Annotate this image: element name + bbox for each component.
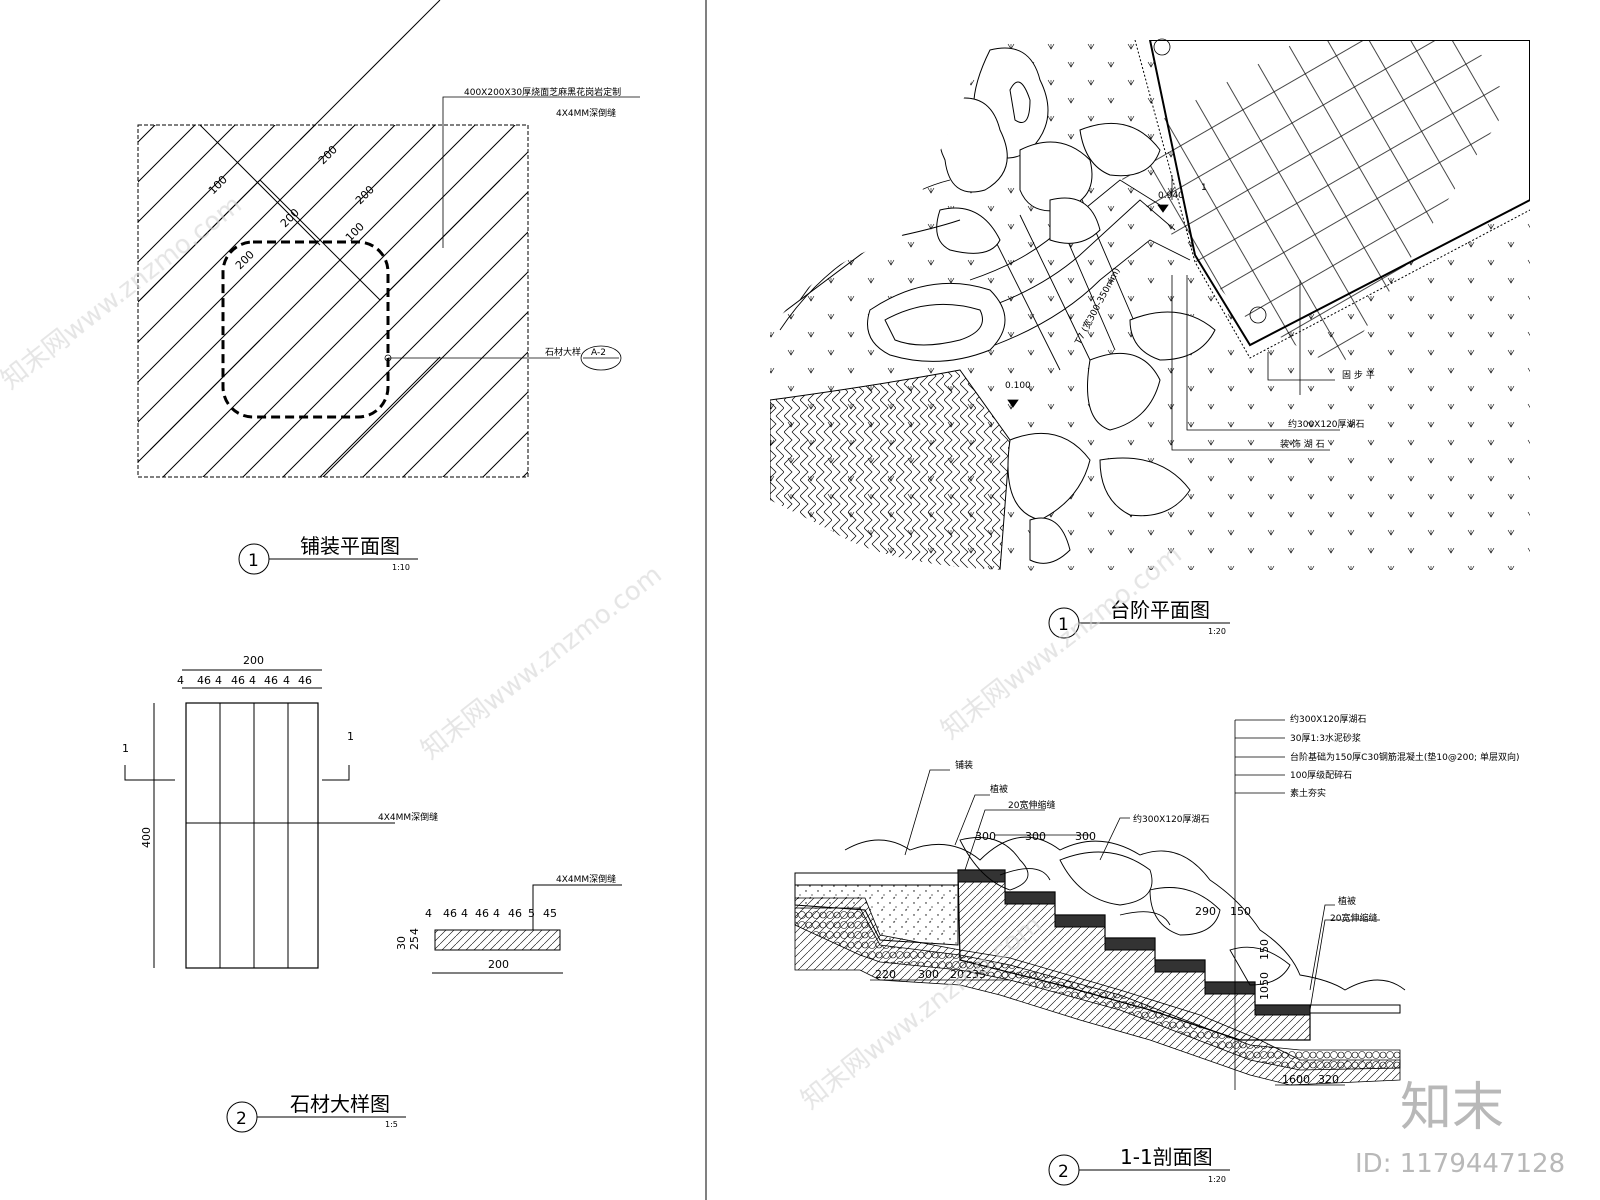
drawing-number: 1 [1058,615,1069,635]
height-dim: 400 [140,827,153,848]
herringbone-pattern [139,124,501,478]
dim-label: 150 [1258,939,1271,960]
layer-label: 100厚级配碎石 [1290,769,1352,781]
lake-rocks [867,47,1216,564]
paving-plan-square [137,124,529,478]
decor-rock-label: 装 饰 湖 石 [1280,438,1325,450]
dim-label: 5 [528,907,535,920]
rock-label: 约300X120厚湖石 [1288,418,1365,430]
joint-label-right: 20宽伸缩缝 [1330,912,1377,924]
step-plan-annotations [1007,38,1340,451]
drawing-title: 1-1剖面图 [1120,1145,1213,1169]
dim-label: 150 [1230,905,1251,918]
drawing-title: 台阶平面图 [1110,598,1210,622]
slope-mark: 1 [1201,183,1207,193]
dim-label: 300 [1025,830,1046,843]
dim-label: 4 [461,907,468,920]
layer-label: 素土夯实 [1290,787,1326,799]
stone-detail: 200 4 46 4 46 4 46 4 46 400 1 1 4X4MM深倒缝… [122,654,622,1133]
paving-leader [384,96,640,371]
dim-label: 20 [950,968,964,981]
dim-label: 45 [543,907,557,920]
dim-label: 1050 [1258,972,1271,1000]
lower-paving [1309,1004,1401,1014]
layer-label: 30厚1:3水泥砂浆 [1290,732,1361,744]
callout-ref: A-2 [591,348,606,358]
paving-label: 铺装 [955,759,973,771]
dim-label: 4 [177,674,184,687]
dim-label: 300 [975,830,996,843]
stone-section [434,929,561,951]
dim-label: 46 [231,674,245,687]
dim-label: 46 [264,674,278,687]
brand-logo: 知末 [1400,1078,1504,1138]
drawing-scale: 1:5 [385,1120,398,1129]
drawing-scale: 1:20 [1208,627,1226,636]
dim-label: 46 [475,907,489,920]
tree-pit-outline [221,240,390,419]
elevation-low: 0.100 [1005,381,1031,391]
dim-label: 4 [283,674,290,687]
dim-label: 46 [508,907,522,920]
drawing-number: 1 [248,551,259,571]
dim-label: 220 [875,968,896,981]
section-rocks [844,836,1406,991]
drawing-title: 铺装平面图 [300,534,400,558]
layer-label: 台阶基础为150厚C30钢筋混凝土(垫10@200; 单层双向) [1290,751,1519,763]
width-dim: 200 [243,654,264,667]
dim-label: 4 [425,907,432,920]
stone-slab [185,702,319,969]
dim-label: 46 [298,674,312,687]
weave-paving [770,369,1011,571]
dim-label: 46 [197,674,211,687]
dim-label: 235 [965,968,986,981]
terrace-label: 固 步 平 [1342,370,1375,381]
drawing-number: 2 [1058,1162,1069,1182]
terrace-tiles [1100,40,1530,370]
joint-label: 20宽伸缩缝 [1008,799,1055,811]
drawing-title: 石材大样图 [290,1092,390,1116]
dim-label: 25 [408,936,421,950]
dim-label: 300 [1075,830,1096,843]
stair-treads [957,869,1311,1016]
dim-label: 200 [488,958,509,971]
watermark: 知末网www.znzmo.com [416,560,668,766]
dim-label: 30 [395,936,408,950]
watermark: 知末网www.znzmo.com [936,540,1188,746]
callout-text: 石材大样 [545,346,581,358]
drawing-number: 2 [236,1109,247,1129]
dim-label: 4 [249,674,256,687]
dim-label: 1600 [1282,1073,1310,1086]
upper-paving [794,872,959,886]
drawing-scale: 1:10 [392,563,410,572]
section-mark-left: 1 [122,742,129,755]
dim-label: 300 [918,968,939,981]
rock-label: 约300X120厚湖石 [1133,813,1210,825]
groove-note: 4X4MM深倒缝 [378,811,438,823]
paving-groove-note: 4X4MM深倒缝 [556,107,616,119]
section-1-1: 约300X120厚湖石 30厚1:3水泥砂浆 台阶基础为150厚C30钢筋混凝土… [794,713,1519,1186]
layer-label: 约300X120厚湖石 [1290,713,1367,725]
section-mark-right: 1 [347,730,354,743]
image-id: ID: 1179447128 [1355,1149,1565,1179]
dim-label: 4 [215,674,222,687]
drawing-scale: 1:20 [1208,1175,1226,1184]
dim-label: 4 [493,907,500,920]
plant-label-right: 植被 [1338,895,1356,907]
elevation-high: 0.940 [1158,191,1184,201]
plant-label: 植被 [990,783,1008,795]
paving-plan: 200 100 200 200 200 100 400X200X30厚烧面芝麻黑… [137,0,640,575]
paving-material-note: 400X200X30厚烧面芝麻黑花岗岩定制 [464,86,621,98]
dim-label: 320 [1318,1073,1339,1086]
section-leaders [870,719,1380,1090]
dim-label: 46 [443,907,457,920]
dim-label: 4 [408,928,421,935]
section-note: 4X4MM深倒缝 [556,873,616,885]
dim-label: 290 [1195,905,1216,918]
